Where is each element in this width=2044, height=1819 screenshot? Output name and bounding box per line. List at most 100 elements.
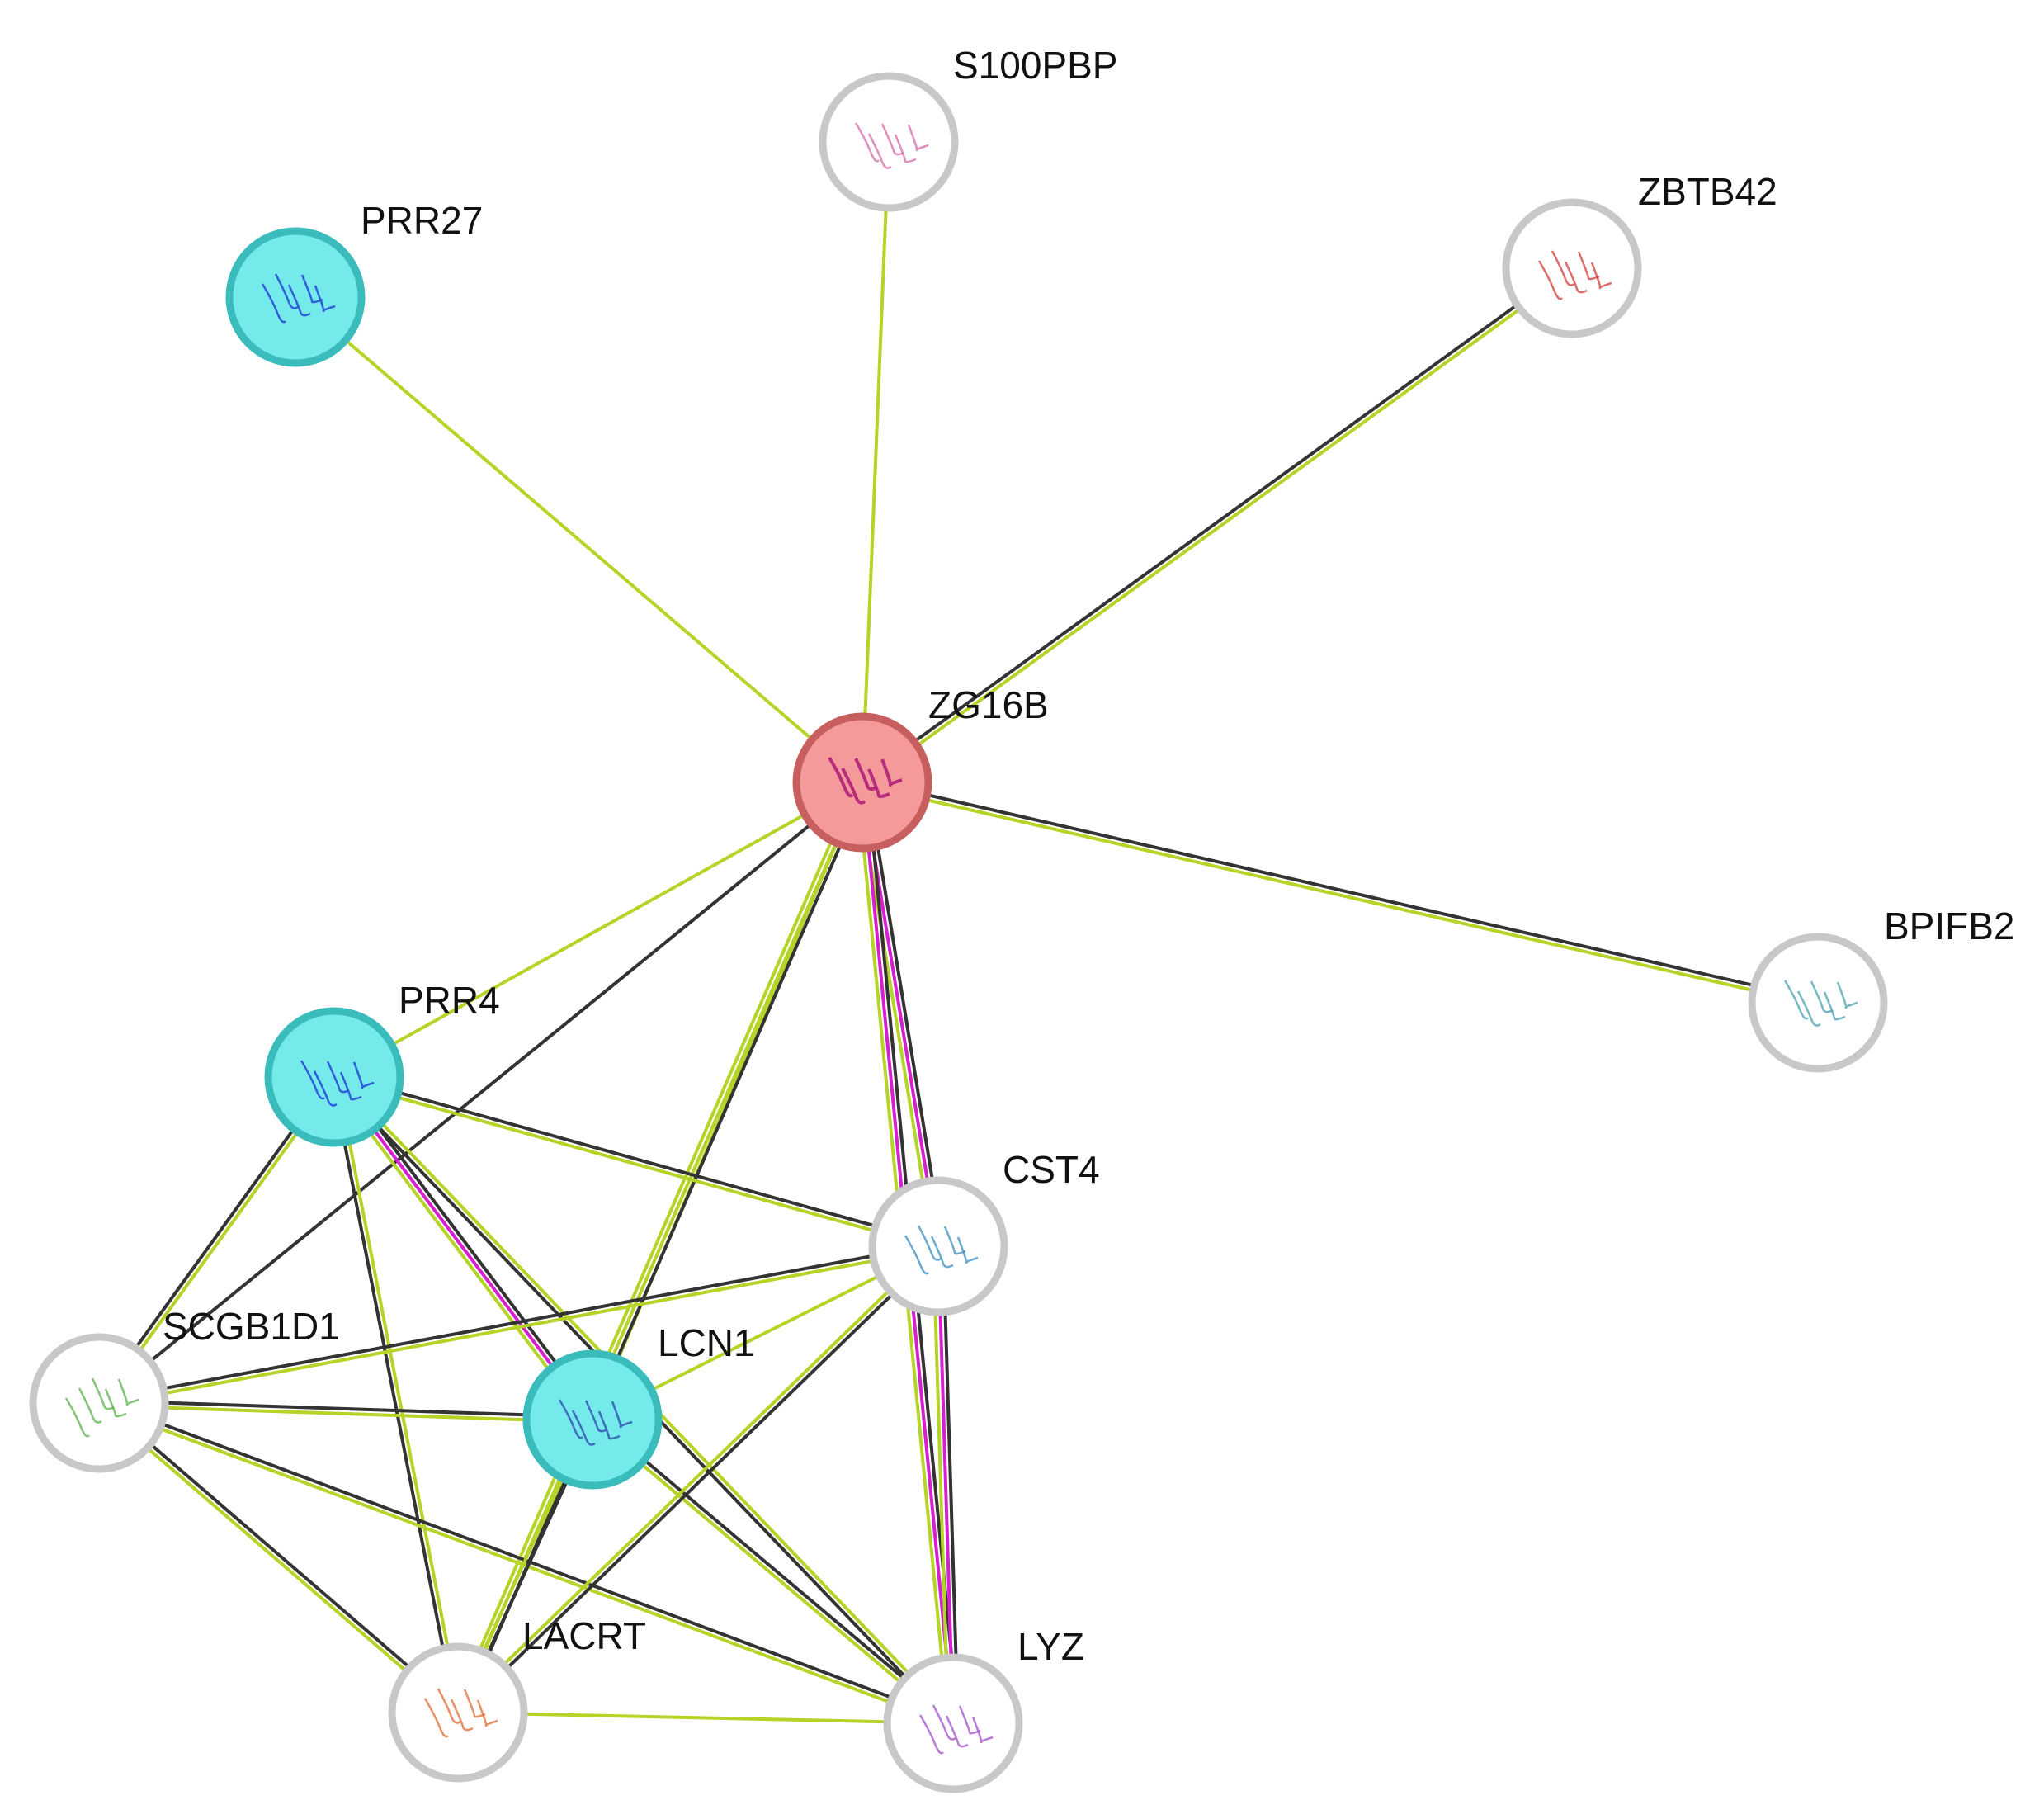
structure-strand [558, 1399, 583, 1439]
protein-structure-icon [261, 273, 336, 324]
edge-scgb1d1-lcn1[interactable] [98, 1399, 593, 1424]
structure-strand [597, 1410, 621, 1440]
structure-strand [1551, 250, 1575, 286]
node-label: LCN1 [658, 1321, 755, 1364]
structure-strand [611, 1401, 633, 1429]
structure-strand [854, 758, 878, 791]
node-label: S100PBP [953, 44, 1117, 87]
edge-line-coexpression [334, 1073, 940, 1246]
edge-line-coexpression [99, 1400, 461, 1713]
structure-strand [261, 283, 286, 324]
node-label: ZG16B [928, 683, 1049, 726]
edge-line-coexpression [941, 1245, 960, 1723]
edge-line-textmining [333, 1077, 938, 1250]
edge-lcn1-lyz[interactable] [589, 1416, 956, 1727]
structure-strand [352, 1061, 375, 1089]
structure-strand [1810, 980, 1834, 1013]
edge-lacrt-lyz[interactable] [457, 1711, 954, 1725]
structure-strand [450, 1699, 474, 1732]
edge-line-textmining [861, 782, 1818, 1007]
edge-line-textmining [333, 781, 863, 1079]
structure-strand [958, 1705, 981, 1735]
edge-line-coexpression [458, 1246, 942, 1716]
protein-structure-icon [904, 1225, 979, 1275]
structure-strand [956, 1236, 979, 1264]
node-circle [522, 1349, 663, 1490]
structure-strand [907, 124, 929, 152]
edge-line-textmining [97, 1403, 953, 1727]
node-lacrt[interactable]: LACRT [388, 1614, 646, 1783]
structure-strand [287, 284, 311, 317]
edge-line-textmining [861, 141, 890, 783]
edge-line-coexpression [865, 781, 945, 1246]
structure-strand [1564, 261, 1588, 294]
edge-zg16b-prr27[interactable] [294, 295, 864, 784]
edge-line-coexpression [330, 1077, 458, 1713]
edge-cst4-lacrt[interactable] [455, 1243, 942, 1716]
structure-strand [437, 1688, 461, 1724]
node-label: CST4 [1003, 1148, 1100, 1191]
edge-scgb1d1-cst4[interactable] [98, 1242, 939, 1407]
edge-zg16b-zbtb42[interactable] [860, 264, 1574, 787]
edge-scgb1d1-lyz[interactable] [97, 1399, 955, 1727]
structure-strand [326, 1061, 350, 1094]
node-prr4[interactable]: PRR4 [264, 979, 500, 1147]
edge-prr4-cst4[interactable] [333, 1073, 940, 1250]
structure-strand [300, 1060, 325, 1100]
edge-zg16b-scgb1d1[interactable] [97, 781, 864, 1405]
edge-zg16b-prr4[interactable] [333, 781, 863, 1079]
structure-strand [971, 1716, 994, 1744]
edge-line-textmining [99, 1246, 939, 1407]
structure-strand [917, 1225, 942, 1261]
edge-layer [95, 141, 1820, 1727]
structure-strand [1783, 980, 1809, 1020]
structure-strand [854, 122, 880, 163]
edge-line-textmining [98, 1403, 592, 1424]
structure-strand [274, 273, 299, 309]
structure-strand [476, 1699, 498, 1727]
structure-strand [904, 1235, 929, 1275]
edge-zg16b-s100pbp[interactable] [861, 141, 890, 783]
structure-strand [932, 1704, 956, 1741]
structure-strand [918, 1714, 944, 1755]
node-circle [1502, 198, 1642, 338]
edge-line-coexpression [99, 1399, 593, 1420]
structure-strand [1836, 981, 1858, 1009]
node-lyz[interactable]: LYZ [883, 1625, 1084, 1793]
protein-structure-icon [918, 1704, 994, 1755]
protein-structure-icon [828, 756, 903, 805]
node-cst4[interactable]: CST4 [868, 1148, 1100, 1316]
structure-strand [867, 768, 890, 799]
node-lcn1[interactable]: LCN1 [522, 1321, 755, 1490]
node-bpifb2[interactable]: BPIFB2 [1748, 905, 2015, 1073]
node-circle [1748, 933, 1888, 1073]
edge-line-textmining [328, 1079, 590, 1424]
edge-line-textmining [96, 1403, 458, 1716]
edge-cst4-lyz[interactable] [932, 1245, 960, 1724]
edge-prr4-lacrt[interactable] [330, 1076, 462, 1713]
structure-strand [841, 768, 866, 805]
edge-zg16b-bpifb2[interactable] [861, 778, 1820, 1007]
structure-strand [1590, 262, 1612, 290]
structure-strand [104, 1388, 127, 1418]
edge-scgb1d1-lacrt[interactable] [96, 1400, 461, 1716]
protein-structure-icon [300, 1060, 375, 1107]
structure-strand [867, 133, 892, 169]
structure-strand [1796, 990, 1821, 1027]
node-circle [883, 1653, 1023, 1793]
edge-line-experiments [333, 1075, 594, 1421]
node-label: LACRT [522, 1614, 646, 1657]
node-circle [868, 1176, 1008, 1316]
edge-line-coexpression [99, 1399, 955, 1723]
protein-structure-icon [1537, 250, 1612, 300]
structure-strand [1537, 260, 1563, 300]
node-scgb1d1[interactable]: SCGB1D1 [29, 1305, 340, 1473]
node-zbtb42[interactable]: ZBTB42 [1502, 170, 1777, 338]
node-zg16b[interactable]: ZG16B [792, 683, 1049, 853]
node-s100pbp[interactable]: S100PBP [819, 44, 1117, 212]
structure-strand [894, 134, 917, 163]
structure-strand [423, 1698, 449, 1738]
node-prr27[interactable]: PRR27 [225, 199, 483, 367]
